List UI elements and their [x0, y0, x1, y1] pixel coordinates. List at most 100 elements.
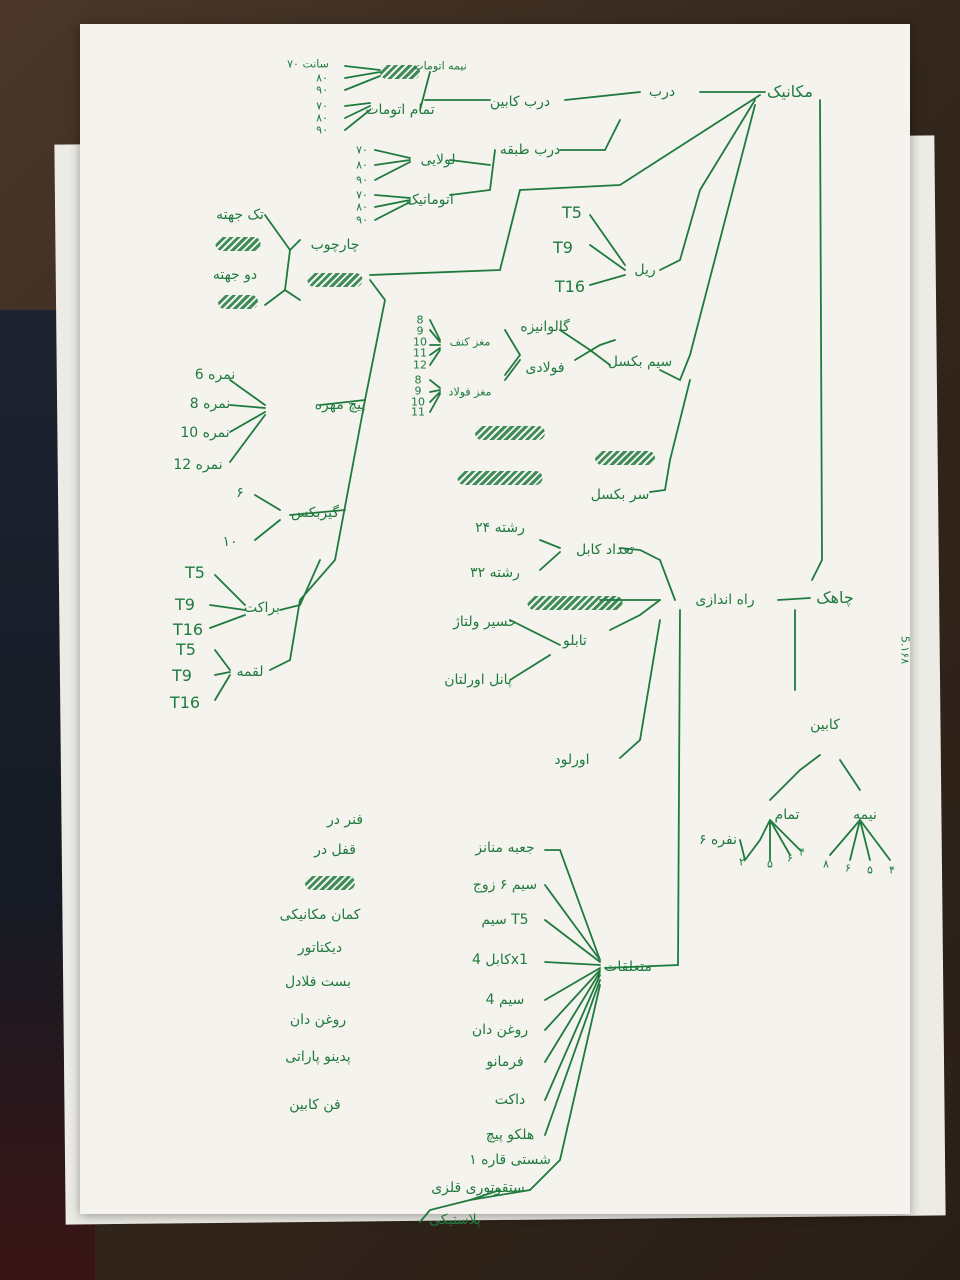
node-door: درب: [648, 84, 676, 100]
node-accessories: متعلقات: [604, 959, 652, 975]
side-note: 5.۱۶۸: [898, 635, 912, 665]
bracket-T5: T5: [185, 563, 205, 582]
half-num-1: ۸: [823, 857, 829, 871]
node-cabin-full: تمام: [774, 807, 800, 823]
scribble-mark: [215, 237, 261, 251]
full-num-4: ۴: [799, 845, 805, 859]
label-size-70: ۷۰ سانت: [287, 57, 329, 71]
paper-sheet: [80, 24, 910, 1214]
accessory-item: پلاستیکی: [429, 1212, 481, 1228]
bracket-T9: T9: [175, 595, 195, 614]
node-cabin: کابین: [810, 717, 840, 733]
bracket-T16: T16: [172, 620, 204, 639]
scribble-mark: [457, 471, 543, 485]
fiber-size-9: 9: [416, 324, 424, 338]
steel-size-9: 9: [414, 384, 422, 398]
fiber-size-12: 12: [413, 358, 427, 372]
full-num-3: ۶: [787, 851, 793, 865]
node-cable-count: تعداد کابل: [575, 542, 635, 558]
nut-size-10: نمره 10: [180, 425, 230, 441]
cable-count-24: ۲۴ رشته: [475, 520, 525, 536]
steel-size-8: 8: [414, 373, 422, 387]
accessory-item: سیم 4: [485, 992, 525, 1008]
rail-T9: T9: [553, 238, 573, 257]
node-steel-core: مغز فولاد: [448, 385, 492, 399]
piece-T5: T5: [176, 640, 196, 659]
nut-size-8: نمره 8: [189, 396, 231, 412]
node-galvanized: گالوانیزه: [520, 319, 570, 335]
full-num-2: ۵: [767, 857, 773, 871]
node-fiber-core: مغز کنف: [449, 335, 491, 349]
gearbox-10: ۱۰: [222, 534, 238, 550]
misc-item: روغن دان: [289, 1012, 347, 1028]
scribble-mark: [305, 876, 355, 890]
accessory-item: جعبه منانز: [475, 840, 535, 856]
node-overload: اورلود: [554, 752, 590, 768]
node-frame: چارچوب: [310, 237, 360, 253]
rail-T5: T5: [562, 203, 582, 222]
width-90: ۹۰: [316, 83, 328, 97]
accessory-item: داکت: [494, 1092, 526, 1108]
rail-T16: T16: [554, 277, 586, 296]
node-one-side: تک جهته: [216, 207, 264, 223]
node-board: تابلو: [563, 633, 587, 649]
width-90b: ۹۰: [316, 123, 328, 137]
accessory-item: ستقوتوری قلزی: [431, 1180, 525, 1196]
node-rail: ریل: [634, 262, 656, 278]
accessory-item: سیم T5: [481, 912, 529, 928]
misc-item: قفل در: [314, 842, 356, 858]
node-well: چاهک: [816, 588, 854, 607]
node-cabin-half: نیمه: [853, 807, 877, 823]
piece-T16: T16: [169, 693, 201, 712]
accessory-item: کابل 4x1: [471, 952, 529, 968]
scribble-mark: [218, 295, 258, 309]
half-num-4: ۴: [889, 863, 895, 877]
hinged-80: ۸۰: [356, 158, 368, 172]
misc-item: بست فلادل: [284, 974, 352, 990]
scribble-mark: [475, 426, 545, 440]
width-80: ۸۰: [316, 71, 328, 85]
node-two-side: دو جهته: [212, 267, 258, 283]
accessory-item: روغن دان: [471, 1022, 529, 1038]
cable-count-32: ۳۲ رشته: [470, 565, 520, 581]
fiber-size-11: 11: [413, 346, 427, 360]
misc-item: دیکتاتور: [297, 940, 343, 956]
scribble-mark: [595, 451, 655, 465]
fiber-size-10: 10: [413, 335, 427, 349]
node-panel: پانل اورلتان: [444, 672, 512, 688]
auto-90: ۹۰: [356, 213, 368, 227]
node-semi-auto: نیمه اتومات: [413, 59, 467, 73]
misc-item: فن کابین: [289, 1097, 341, 1113]
accessory-item: سیم ۶ زوج: [472, 877, 538, 893]
node-automatic: اتوماتیک: [406, 192, 454, 208]
auto-70: ۷۰: [356, 188, 368, 202]
node-bracket: براکت: [244, 600, 280, 616]
fiber-size-8: 8: [416, 313, 424, 327]
scribble-mark: [527, 596, 623, 610]
scribble-mark: [307, 273, 363, 287]
width-70b: ۷۰: [316, 99, 328, 113]
node-nut-bolt: پیچ مهره: [314, 397, 366, 413]
nut-size-12: نمره 12: [173, 457, 223, 473]
node-gearbox: گیربکس: [290, 505, 340, 521]
node-cable-set: سر بکسل: [590, 487, 650, 503]
auto-80: ۸۰: [356, 200, 368, 214]
root-node-mechanic: مکانیک: [767, 82, 813, 101]
node-cable: سیم بکسل: [607, 354, 673, 370]
node-startup: راه اندازی: [695, 592, 755, 608]
width-80b: ۸۰: [316, 111, 328, 125]
node-hinged: لولایی: [420, 152, 456, 168]
node-steel: فولادی: [525, 360, 565, 376]
misc-item: پدینو پاراتی: [285, 1049, 351, 1065]
node-landing-door: درب طبقه: [499, 142, 561, 158]
node-piece: لقمه: [236, 664, 264, 680]
half-num-2: ۶: [845, 861, 851, 875]
half-num-3: ۵: [867, 863, 873, 877]
accessory-item: ۱ شستی قاره: [469, 1152, 551, 1168]
accessory-item: فرمانو: [486, 1054, 524, 1070]
node-cabin-door: درب کابین: [489, 94, 551, 110]
node-full-auto: تمام اتومات: [365, 102, 435, 118]
scribble-mark: [380, 65, 420, 79]
accessory-item: هلکو پیچ: [485, 1127, 535, 1143]
